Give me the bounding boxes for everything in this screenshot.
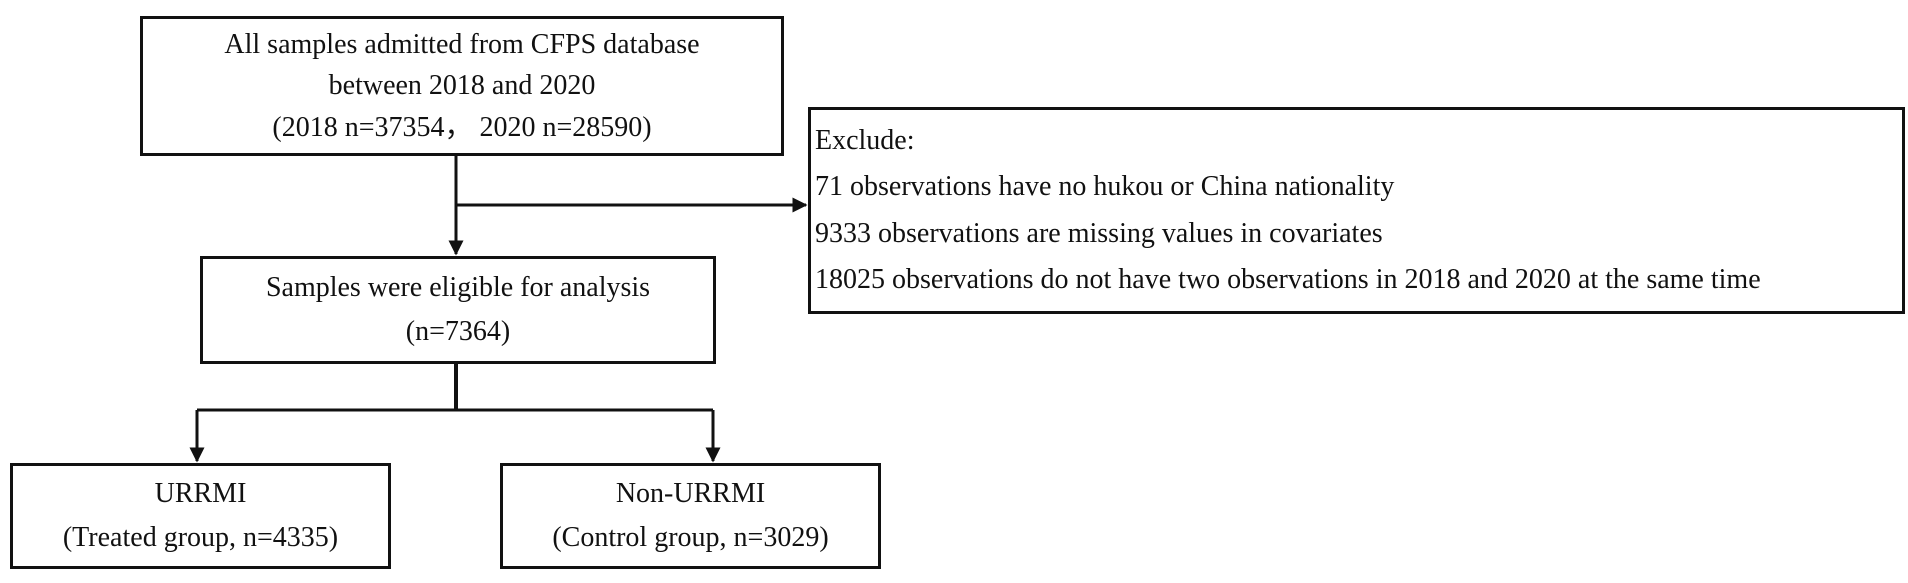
- urrmi-line2: (Treated group, n=4335): [62, 522, 339, 553]
- all-samples-box: All samples admitted from CFPS database …: [140, 16, 784, 156]
- urrmi-line1: URRMI: [154, 478, 247, 509]
- non-urrmi-line2: (Control group, n=3029): [552, 522, 829, 553]
- exclude-box: Exclude: 71 observations have no hukou o…: [808, 107, 1905, 314]
- exclude-item: 18025 observations do not have two obser…: [815, 264, 1761, 296]
- eligible-line2: (n=7364): [405, 316, 511, 348]
- all-samples-line3: (2018 n=37354， 2020 n=28590): [272, 111, 652, 143]
- non-urrmi-line1: Non-URRMI: [615, 478, 766, 509]
- exclude-item: 9333 observations are missing values in …: [815, 217, 1383, 249]
- all-samples-line2: between 2018 and 2020: [328, 70, 596, 101]
- non-urrmi-box: Non-URRMI (Control group, n=3029): [500, 463, 881, 569]
- exclude-item: 71 observations have no hukou or China n…: [815, 171, 1395, 203]
- all-samples-line1: All samples admitted from CFPS database: [224, 28, 700, 60]
- urrmi-box: URRMI (Treated group, n=4335): [10, 463, 391, 569]
- eligible-line1: Samples were eligible for analysis: [265, 271, 651, 303]
- eligible-samples-box: Samples were eligible for analysis (n=73…: [200, 256, 716, 364]
- exclude-title: Exclude:: [815, 124, 915, 156]
